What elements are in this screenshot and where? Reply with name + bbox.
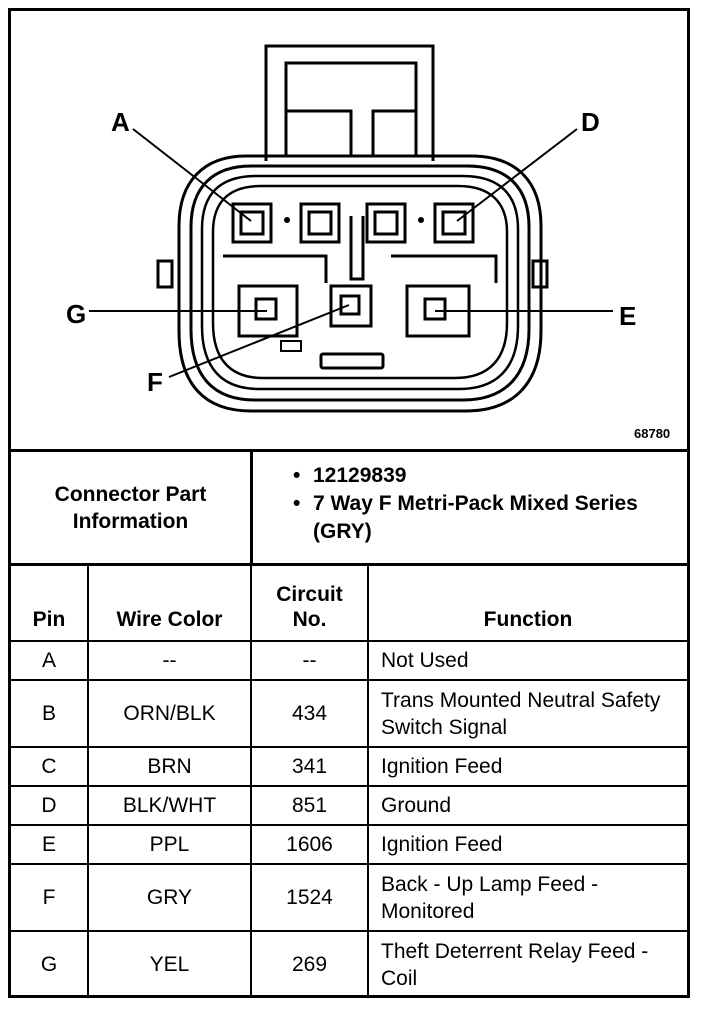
wire-color-cell: BRN	[87, 746, 252, 787]
connector-face-drawing: A D G E F 68780	[66, 44, 670, 441]
pin-cell: D	[11, 785, 89, 826]
body-outline-1	[177, 154, 543, 413]
connector-info-list: • 12129839 • 7 Way F Metri-Pack Mixed Se…	[253, 462, 683, 546]
connector-info-title-line2: Information	[72, 509, 189, 533]
wire-color-cell: --	[87, 640, 252, 681]
circuit-cell: 1524	[250, 863, 369, 932]
bullet-icon: •	[293, 492, 301, 515]
latch-notch-right	[371, 109, 416, 156]
table-row: F GRY 1524 Back - Up Lamp Feed - Monitor…	[11, 863, 687, 932]
pin-cell: E	[11, 824, 89, 865]
table-row: D BLK/WHT 851 Ground	[11, 785, 687, 826]
latch-notch-left	[286, 109, 353, 156]
pin-label-g: G	[66, 299, 86, 329]
circuit-cell: 269	[250, 930, 369, 997]
cavity-a-outer	[231, 202, 273, 244]
function-cell: Ground	[367, 785, 687, 826]
cavity-d-inner	[441, 210, 467, 236]
pin-cell: G	[11, 930, 89, 997]
pin-label-e: E	[619, 301, 636, 331]
leader-line-f	[168, 304, 350, 378]
header-function: Function	[367, 566, 687, 642]
cavity-e-inner	[423, 297, 447, 321]
wire-color-cell: ORN/BLK	[87, 679, 252, 748]
circuit-cell: 341	[250, 746, 369, 787]
pin-label-d: D	[581, 107, 600, 137]
table-row: E PPL 1606 Ignition Feed	[11, 824, 687, 865]
function-cell: Theft Deterrent Relay Feed - Coil	[367, 930, 687, 997]
wire-color-cell: GRY	[87, 863, 252, 932]
side-ear-left	[156, 259, 174, 289]
body-outline-4	[211, 184, 509, 380]
wire-color-cell: BLK/WHT	[87, 785, 252, 826]
connector-sheet: A D G E F 68780 Connector Part Informati…	[8, 8, 690, 998]
body-outline-3	[200, 174, 520, 391]
cavity-f-outer	[329, 284, 373, 328]
pin-label-f: F	[147, 367, 163, 397]
figure-number: 68780	[634, 426, 670, 441]
leader-line-a	[132, 128, 252, 222]
table-row: C BRN 341 Ignition Feed	[11, 746, 687, 787]
cavity-dot-1	[284, 217, 290, 223]
connector-info-title: Connector Part Information	[11, 452, 253, 563]
bullet-icon: •	[293, 464, 301, 487]
wire-color-cell: PPL	[87, 824, 252, 865]
side-ear-right	[531, 259, 549, 289]
cavity-g-inner	[254, 297, 278, 321]
header-circuit-no: Circuit No.	[250, 566, 369, 642]
part-number: 12129839	[313, 464, 407, 487]
pin-table: Pin Wire Color Circuit No. Function A --…	[11, 566, 687, 997]
table-row: G YEL 269 Theft Deterrent Relay Feed - C…	[11, 930, 687, 997]
table-header-row: Pin Wire Color Circuit No. Function	[11, 566, 687, 642]
function-cell: Not Used	[367, 640, 687, 681]
cavity-dot-2	[418, 217, 424, 223]
function-cell: Back - Up Lamp Feed - Monitored	[367, 863, 687, 932]
circuit-cell: 434	[250, 679, 369, 748]
header-circuit-line1: Circuit	[276, 583, 343, 606]
function-cell: Ignition Feed	[367, 824, 687, 865]
lower-detail	[280, 340, 302, 352]
connector-description: 7 Way F Metri-Pack Mixed Series (GRY)	[313, 492, 638, 543]
connector-part-information: Connector Part Information • 12129839 • …	[11, 452, 687, 566]
wire-color-cell: YEL	[87, 930, 252, 997]
table-row: B ORN/BLK 434 Trans Mounted Neutral Safe…	[11, 679, 687, 748]
cavity-2-inner	[307, 210, 333, 236]
header-wire-color: Wire Color	[87, 566, 252, 642]
connector-info-title-line1: Connector Part	[54, 482, 207, 506]
body-outline-2	[189, 164, 531, 402]
pin-cell: B	[11, 679, 89, 748]
cavity-3-outer	[365, 202, 407, 244]
connector-diagram: A D G E F 68780	[11, 11, 687, 452]
leader-line-d	[456, 128, 578, 222]
cavity-d-outer	[433, 202, 475, 244]
pin-label-a: A	[111, 107, 130, 137]
function-cell: Ignition Feed	[367, 746, 687, 787]
key-channel	[223, 216, 498, 283]
circuit-cell: 1606	[250, 824, 369, 865]
bottom-slot	[319, 352, 385, 370]
header-pin: Pin	[11, 566, 89, 642]
function-cell: Trans Mounted Neutral Safety Switch Sign…	[367, 679, 687, 748]
cavity-3-inner	[373, 210, 399, 236]
connector-info-item: • 12129839	[293, 462, 683, 490]
pin-cell: F	[11, 863, 89, 932]
cavity-2-outer	[299, 202, 341, 244]
cavity-a-inner	[239, 210, 265, 236]
pin-cell: A	[11, 640, 89, 681]
pin-cell: C	[11, 746, 89, 787]
connector-info-item: • 7 Way F Metri-Pack Mixed Series (GRY)	[293, 490, 683, 546]
latch-outer	[264, 44, 435, 161]
table-row: A -- -- Not Used	[11, 640, 687, 681]
circuit-cell: --	[250, 640, 369, 681]
cavity-f-inner	[339, 294, 361, 316]
header-circuit-line2: No.	[292, 608, 327, 631]
circuit-cell: 851	[250, 785, 369, 826]
